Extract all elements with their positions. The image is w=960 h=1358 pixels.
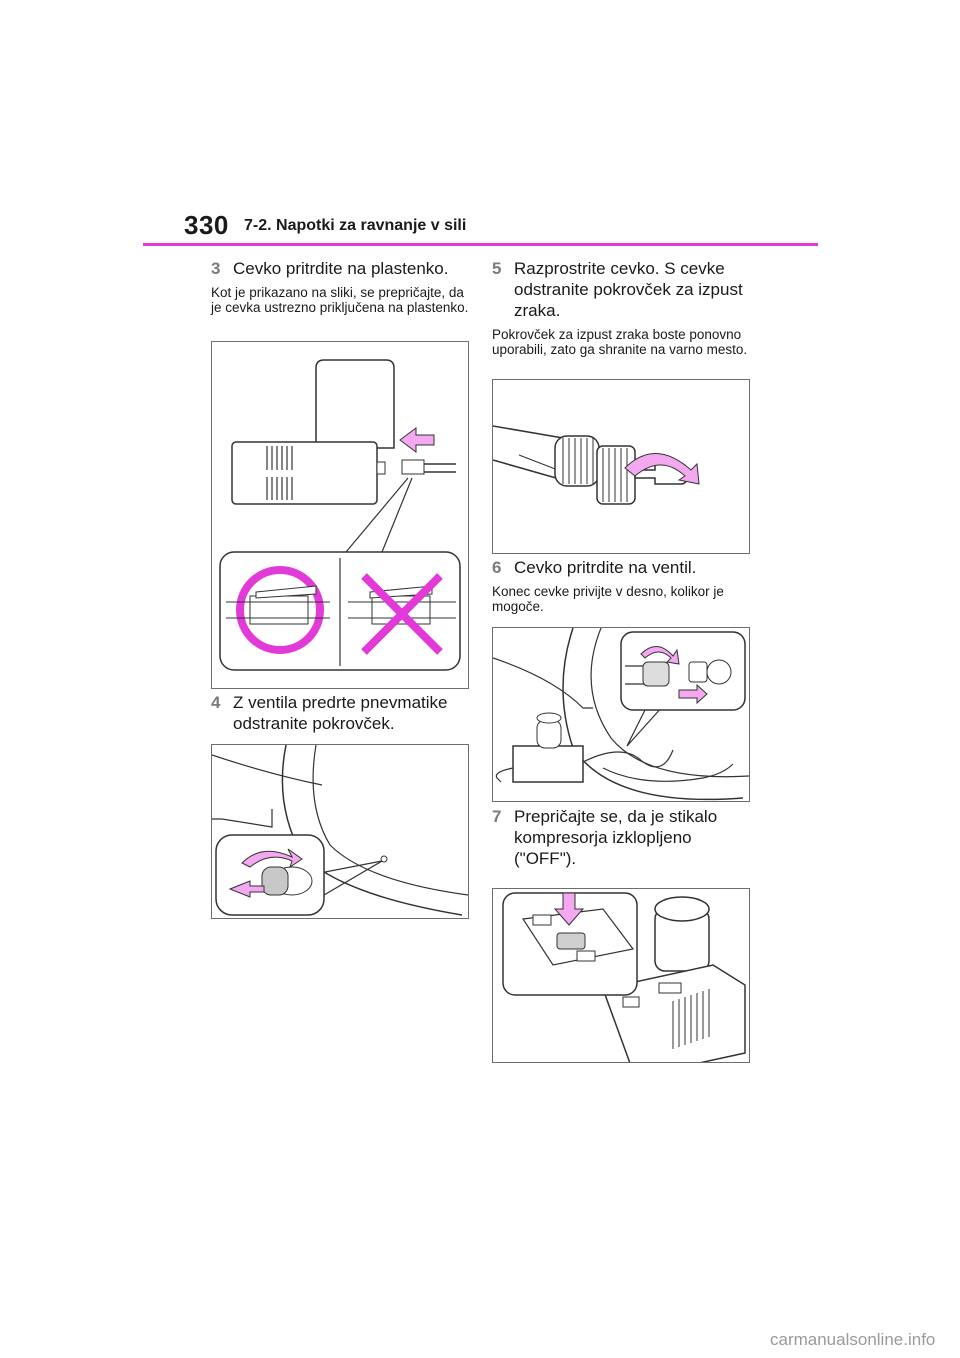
figure-switch-off [492, 888, 750, 1063]
figure-hose-valve [492, 627, 750, 802]
bottle-hose-illustration [219, 359, 461, 671]
step-4: 4 Z ventila predrte pnevmatike odstranite… [211, 692, 471, 734]
step-number: 4 [211, 693, 221, 712]
step-3: 3 Cevko pritrdite na plastenko. Kot je pr… [211, 258, 471, 315]
step-note: Kot je prikazano na sliki, se prepričajt… [211, 285, 469, 315]
switch-off-illustration [502, 892, 746, 1062]
step-text: Prepričajte se, da je stikalo kompresorj… [514, 807, 718, 868]
step-text: Cevko pritrdite na ventil. [514, 558, 697, 577]
hose-cap-illustration [493, 425, 700, 505]
figure-bottle-hose [211, 341, 469, 689]
figure-hose-cap [492, 379, 750, 554]
step-note: Konec cevke privijte v desno, kolikor je… [492, 584, 724, 614]
step-6: 6 Cevko pritrdite na ventil. Konec cevke … [492, 557, 752, 614]
step-7: 7 Prepričajte se, da je stikalo kompresor… [492, 806, 752, 869]
footer-watermark[interactable]: carmanualsonline.info [770, 1330, 936, 1349]
step-text: Razprostrite cevko. S cevke odstranite p… [514, 259, 743, 320]
section-title: 7-2. Napotki za ravnanje v sili [244, 217, 467, 234]
valve-cap-illustration [212, 745, 468, 916]
step-number: 5 [492, 259, 502, 278]
step-note: Pokrovček za izpust zraka boste ponovno … [492, 327, 748, 357]
step-number: 3 [211, 259, 221, 278]
page-number: 330 [184, 210, 229, 240]
step-text: Z ventila predrte pnevmatike odstranite … [233, 693, 448, 733]
figure-valve-cap [211, 744, 469, 919]
step-text: Cevko pritrdite na plastenko. [233, 259, 449, 278]
step-number: 6 [492, 558, 502, 577]
hose-valve-illustration [493, 628, 749, 801]
step-5: 5 Razprostrite cevko. S cevke odstranite … [492, 258, 752, 357]
header-rule [143, 243, 818, 246]
step-number: 7 [492, 807, 502, 826]
